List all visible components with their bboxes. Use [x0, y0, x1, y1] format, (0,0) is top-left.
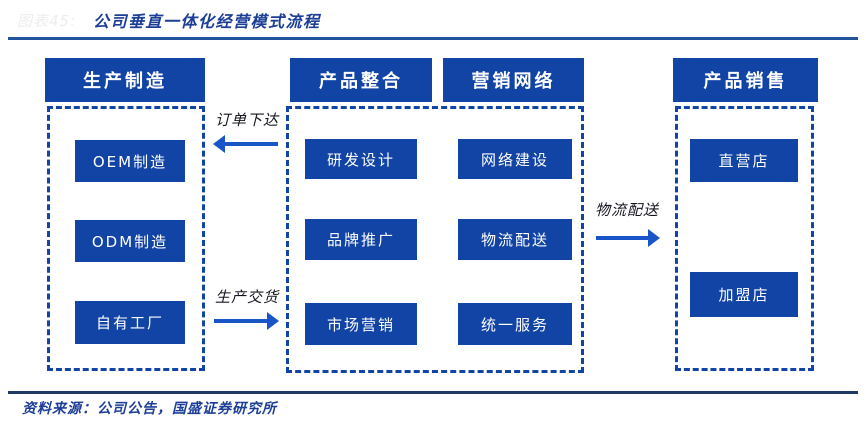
group-sales	[675, 106, 814, 371]
source-attribution: 资料来源：公司公告，国盛证券研究所	[22, 401, 277, 417]
node-network-construction: 网络建设	[458, 139, 572, 179]
node-logistics: 物流配送	[458, 219, 572, 260]
node-marketing: 市场营销	[305, 303, 417, 345]
header-production: 生产制造	[45, 58, 205, 102]
group-integration-marketing	[286, 106, 584, 373]
arrow-left-icon	[213, 135, 278, 153]
arrow-right-icon	[214, 312, 279, 330]
node-direct-store: 直营店	[690, 139, 798, 182]
node-franchise-store: 加盟店	[690, 272, 798, 317]
bottom-rule-divider	[8, 391, 858, 394]
node-unified-service: 统一服务	[458, 303, 572, 345]
header-product-integration: 产品整合	[290, 58, 432, 102]
node-odm: ODM制造	[75, 220, 185, 262]
group-production	[47, 106, 205, 371]
header-marketing-network: 营销网络	[443, 58, 584, 102]
flow-label-order: 订单下达	[214, 111, 279, 129]
flow-label-logistics: 物流配送	[594, 201, 659, 219]
figure-title: 公司垂直一体化经营模式流程	[93, 12, 321, 31]
arrow-right-icon	[596, 229, 660, 247]
node-brand-promotion: 品牌推广	[305, 219, 417, 260]
flow-label-delivery: 生产交货	[214, 288, 279, 306]
top-rule-divider	[8, 37, 858, 40]
node-rd-design: 研发设计	[305, 139, 417, 179]
figure-number-label: 图表45:	[17, 12, 77, 30]
node-oem: OEM制造	[75, 140, 185, 182]
header-product-sales: 产品销售	[673, 58, 818, 102]
node-own-factory: 自有工厂	[75, 301, 185, 344]
